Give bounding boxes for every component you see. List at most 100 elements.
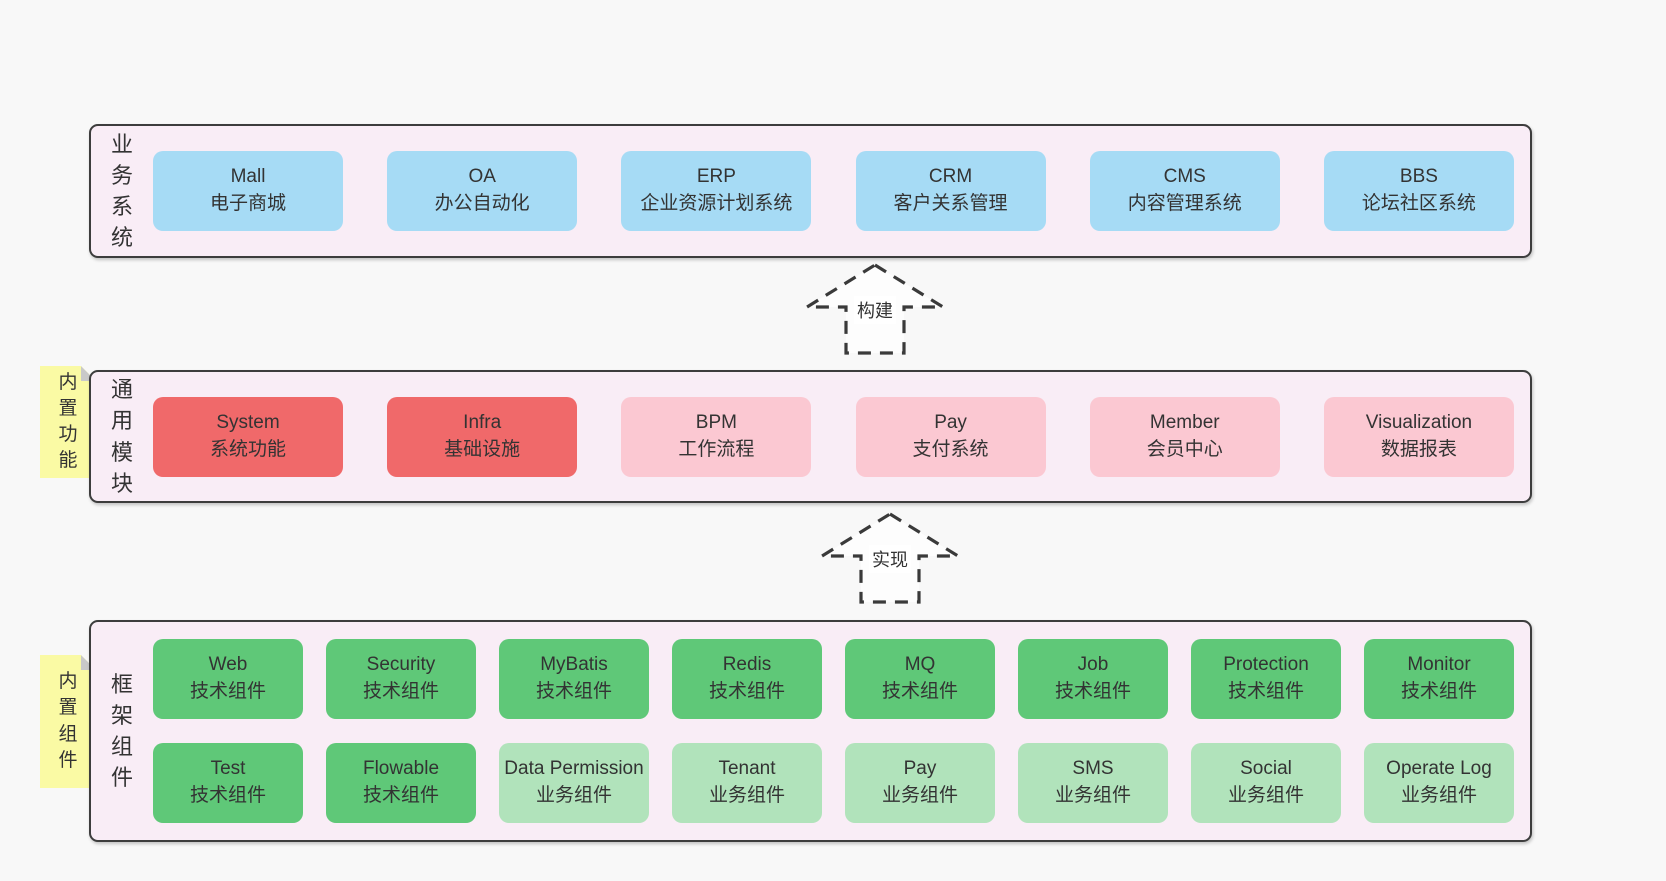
build-arrow-label: 构建 (854, 296, 896, 324)
box-subtitle: 技术组件 (535, 681, 612, 702)
box-subtitle: 基础设施 (444, 438, 521, 460)
box-infra: Infra 基础设施 (387, 396, 578, 477)
box-title: Visualization (1365, 411, 1473, 433)
box-erp: ERP 企业资源计划系统 (621, 151, 812, 231)
box-bbs: BBS 论坛社区系统 (1323, 151, 1514, 231)
box-row-biz: Test 技术组件 Flowable 技术组件 Data Permission … (153, 743, 1514, 823)
band-content: Mall 电子商城 OA 办公自动化 ERP 企业资源计划系统 CRM 客户关系… (153, 126, 1530, 256)
box-visualization: Visualization 数据报表 (1323, 396, 1514, 477)
box-subtitle: 论坛社区系统 (1361, 193, 1476, 214)
box-mq: MQ 技术组件 (845, 639, 995, 719)
box-monitor: Monitor 技术组件 (1364, 639, 1514, 719)
box-title: MyBatis (540, 654, 608, 676)
box-pay-system: Pay 支付系统 (855, 396, 1046, 477)
box-title: Job (1077, 654, 1109, 676)
box-title: SMS (1072, 758, 1114, 780)
sticky-note-builtin-components: 内置组件 (40, 655, 96, 788)
box-crm: CRM 客户关系管理 (855, 151, 1046, 231)
box-title: Pay (903, 758, 937, 780)
box-row-tech: Web 技术组件 Security 技术组件 MyBatis 技术组件 Redi… (153, 639, 1514, 719)
box-subtitle: 业务组件 (708, 785, 785, 806)
band-content: System 系统功能 Infra 基础设施 BPM 工作流程 Pay 支付系统… (153, 372, 1530, 501)
box-subtitle: 系统功能 (209, 438, 286, 460)
box-data-permission: Data Permission 业务组件 (499, 743, 649, 823)
box-title: Social (1240, 758, 1292, 780)
implement-arrow: 实现 (820, 511, 960, 606)
box-subtitle: 技术组件 (1054, 681, 1131, 702)
box-web: Web 技术组件 (153, 639, 303, 719)
box-title: Pay (934, 411, 967, 433)
box-subtitle: 技术组件 (362, 681, 439, 702)
box-cms: CMS 内容管理系统 (1089, 151, 1280, 231)
box-subtitle: 电子商城 (209, 193, 286, 214)
box-row: System 系统功能 Infra 基础设施 BPM 工作流程 Pay 支付系统… (153, 396, 1514, 477)
box-operate-log: Operate Log 业务组件 (1364, 743, 1514, 823)
box-job: Job 技术组件 (1018, 639, 1168, 719)
box-subtitle: 办公自动化 (434, 193, 530, 214)
box-subtitle: 客户关系管理 (893, 193, 1008, 214)
box-subtitle: 技术组件 (881, 681, 958, 702)
box-security: Security 技术组件 (326, 639, 476, 719)
box-subtitle: 业务组件 (1054, 785, 1131, 806)
box-title: Member (1149, 411, 1220, 433)
box-redis: Redis 技术组件 (672, 639, 822, 719)
box-subtitle: 技术组件 (362, 785, 439, 806)
box-title: Infra (463, 411, 502, 433)
band-label-text: 通用模块 (110, 377, 133, 496)
box-title: Data Permission (504, 758, 644, 780)
sticky-note-text: 内置组件 (58, 671, 78, 771)
sticky-note-text: 内置功能 (58, 371, 78, 472)
box-title: Tenant (718, 758, 776, 780)
band-content: Web 技术组件 Security 技术组件 MyBatis 技术组件 Redi… (153, 622, 1530, 840)
box-title: Operate Log (1386, 758, 1492, 780)
box-title: Protection (1223, 654, 1309, 676)
band-framework-components: 框架组件 Web 技术组件 Security 技术组件 MyBatis 技术组件… (89, 620, 1532, 842)
box-test: Test 技术组件 (153, 743, 303, 823)
box-protection: Protection 技术组件 (1191, 639, 1341, 719)
box-pay-component: Pay 业务组件 (845, 743, 995, 823)
box-member: Member 会员中心 (1089, 396, 1280, 477)
band-label-business-systems: 业务系统 (91, 126, 153, 256)
box-row: Mall 电子商城 OA 办公自动化 ERP 企业资源计划系统 CRM 客户关系… (153, 151, 1514, 231)
box-title: Test (210, 758, 246, 780)
box-title: OA (468, 166, 496, 188)
band-label-common-modules: 通用模块 (91, 372, 153, 501)
box-title: ERP (696, 166, 736, 188)
box-mybatis: MyBatis 技术组件 (499, 639, 649, 719)
build-arrow: 构建 (805, 262, 945, 357)
box-subtitle: 工作流程 (678, 438, 755, 460)
box-title: BPM (695, 411, 737, 433)
box-subtitle: 业务组件 (535, 785, 612, 806)
box-subtitle: 技术组件 (189, 681, 266, 702)
box-subtitle: 业务组件 (1227, 785, 1304, 806)
box-title: CMS (1163, 166, 1206, 188)
box-title: BBS (1399, 166, 1438, 188)
box-title: Flowable (362, 758, 440, 780)
box-subtitle: 技术组件 (1400, 681, 1477, 702)
band-label-text: 框架组件 (110, 671, 133, 791)
box-subtitle: 内容管理系统 (1127, 193, 1242, 214)
box-subtitle: 技术组件 (189, 785, 266, 806)
box-title: Web (208, 654, 248, 676)
box-title: Security (366, 654, 436, 676)
box-subtitle: 业务组件 (1400, 785, 1477, 806)
box-tenant: Tenant 业务组件 (672, 743, 822, 823)
box-sms: SMS 业务组件 (1018, 743, 1168, 823)
box-bpm: BPM 工作流程 (621, 396, 812, 477)
box-title: Redis (722, 654, 772, 676)
band-label-text: 业务系统 (110, 131, 133, 251)
box-subtitle: 技术组件 (1227, 681, 1304, 702)
sticky-note-builtin-features: 内置功能 (40, 366, 96, 478)
box-mall: Mall 电子商城 (153, 151, 343, 231)
box-social: Social 业务组件 (1191, 743, 1341, 823)
box-title: Mall (230, 166, 266, 188)
box-flowable: Flowable 技术组件 (326, 743, 476, 823)
box-title: System (216, 411, 280, 433)
box-subtitle: 会员中心 (1146, 438, 1223, 460)
box-system: System 系统功能 (153, 396, 343, 477)
box-subtitle: 数据报表 (1380, 438, 1457, 460)
box-subtitle: 企业资源计划系统 (640, 193, 793, 214)
box-title: Monitor (1407, 654, 1471, 676)
box-oa: OA 办公自动化 (387, 151, 578, 231)
